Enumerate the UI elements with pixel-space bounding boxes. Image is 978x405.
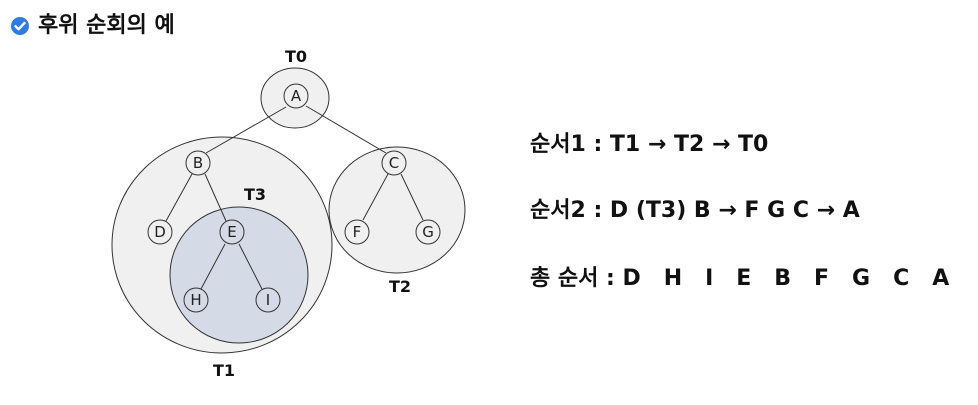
edge-e-h (200, 243, 226, 290)
tree-node-i: I (255, 287, 281, 313)
subtree-label-t2: T2 (389, 277, 411, 296)
tree-node-f: F (344, 219, 370, 245)
tree-node-d: D (147, 219, 173, 245)
subtree-region-t2 (328, 146, 466, 274)
subtree-region-t0 (260, 67, 330, 129)
page-title: 후위 순회의 예 (38, 13, 175, 38)
subtree-label-t0: T0 (285, 47, 307, 66)
check-circle-icon (11, 17, 29, 35)
node-label: E (227, 223, 236, 241)
subtree-label-t3: T3 (244, 185, 266, 204)
node-label: I (266, 291, 270, 309)
tree-node-e: E (219, 219, 245, 245)
node-label: F (353, 223, 362, 241)
edge-b-d (165, 173, 193, 222)
tree-node-h: H (183, 287, 209, 313)
node-label: D (154, 223, 166, 241)
tree-node-c: C (381, 150, 407, 176)
tree-edges (165, 105, 424, 290)
edge-c-f (362, 173, 389, 221)
sequence-step-1: 순서1 : T1 → T2 → T0 (530, 132, 769, 157)
edge-a-b (205, 106, 287, 154)
node-label: C (389, 154, 399, 172)
tree-node-a: A (283, 83, 309, 109)
node-label: A (291, 87, 302, 105)
page-heading: 후위 순회의 예 (10, 12, 175, 40)
node-label: B (193, 154, 203, 172)
subtree-region-t3 (169, 206, 309, 344)
subtree-label-t1: T1 (213, 361, 235, 380)
node-label: G (422, 223, 434, 241)
sequence-step-2: 순서2 : D (T3) B → F G C → A (530, 198, 860, 223)
tree-node-g: G (415, 219, 441, 245)
tree-node-b: B (185, 150, 211, 176)
sequence-total: 총 순서 : D H I E B F G C A (530, 266, 950, 291)
node-label: H (190, 291, 201, 309)
edge-b-e (204, 173, 227, 222)
edge-c-g (400, 173, 424, 221)
edge-e-i (238, 243, 263, 290)
edge-a-c (305, 105, 387, 154)
